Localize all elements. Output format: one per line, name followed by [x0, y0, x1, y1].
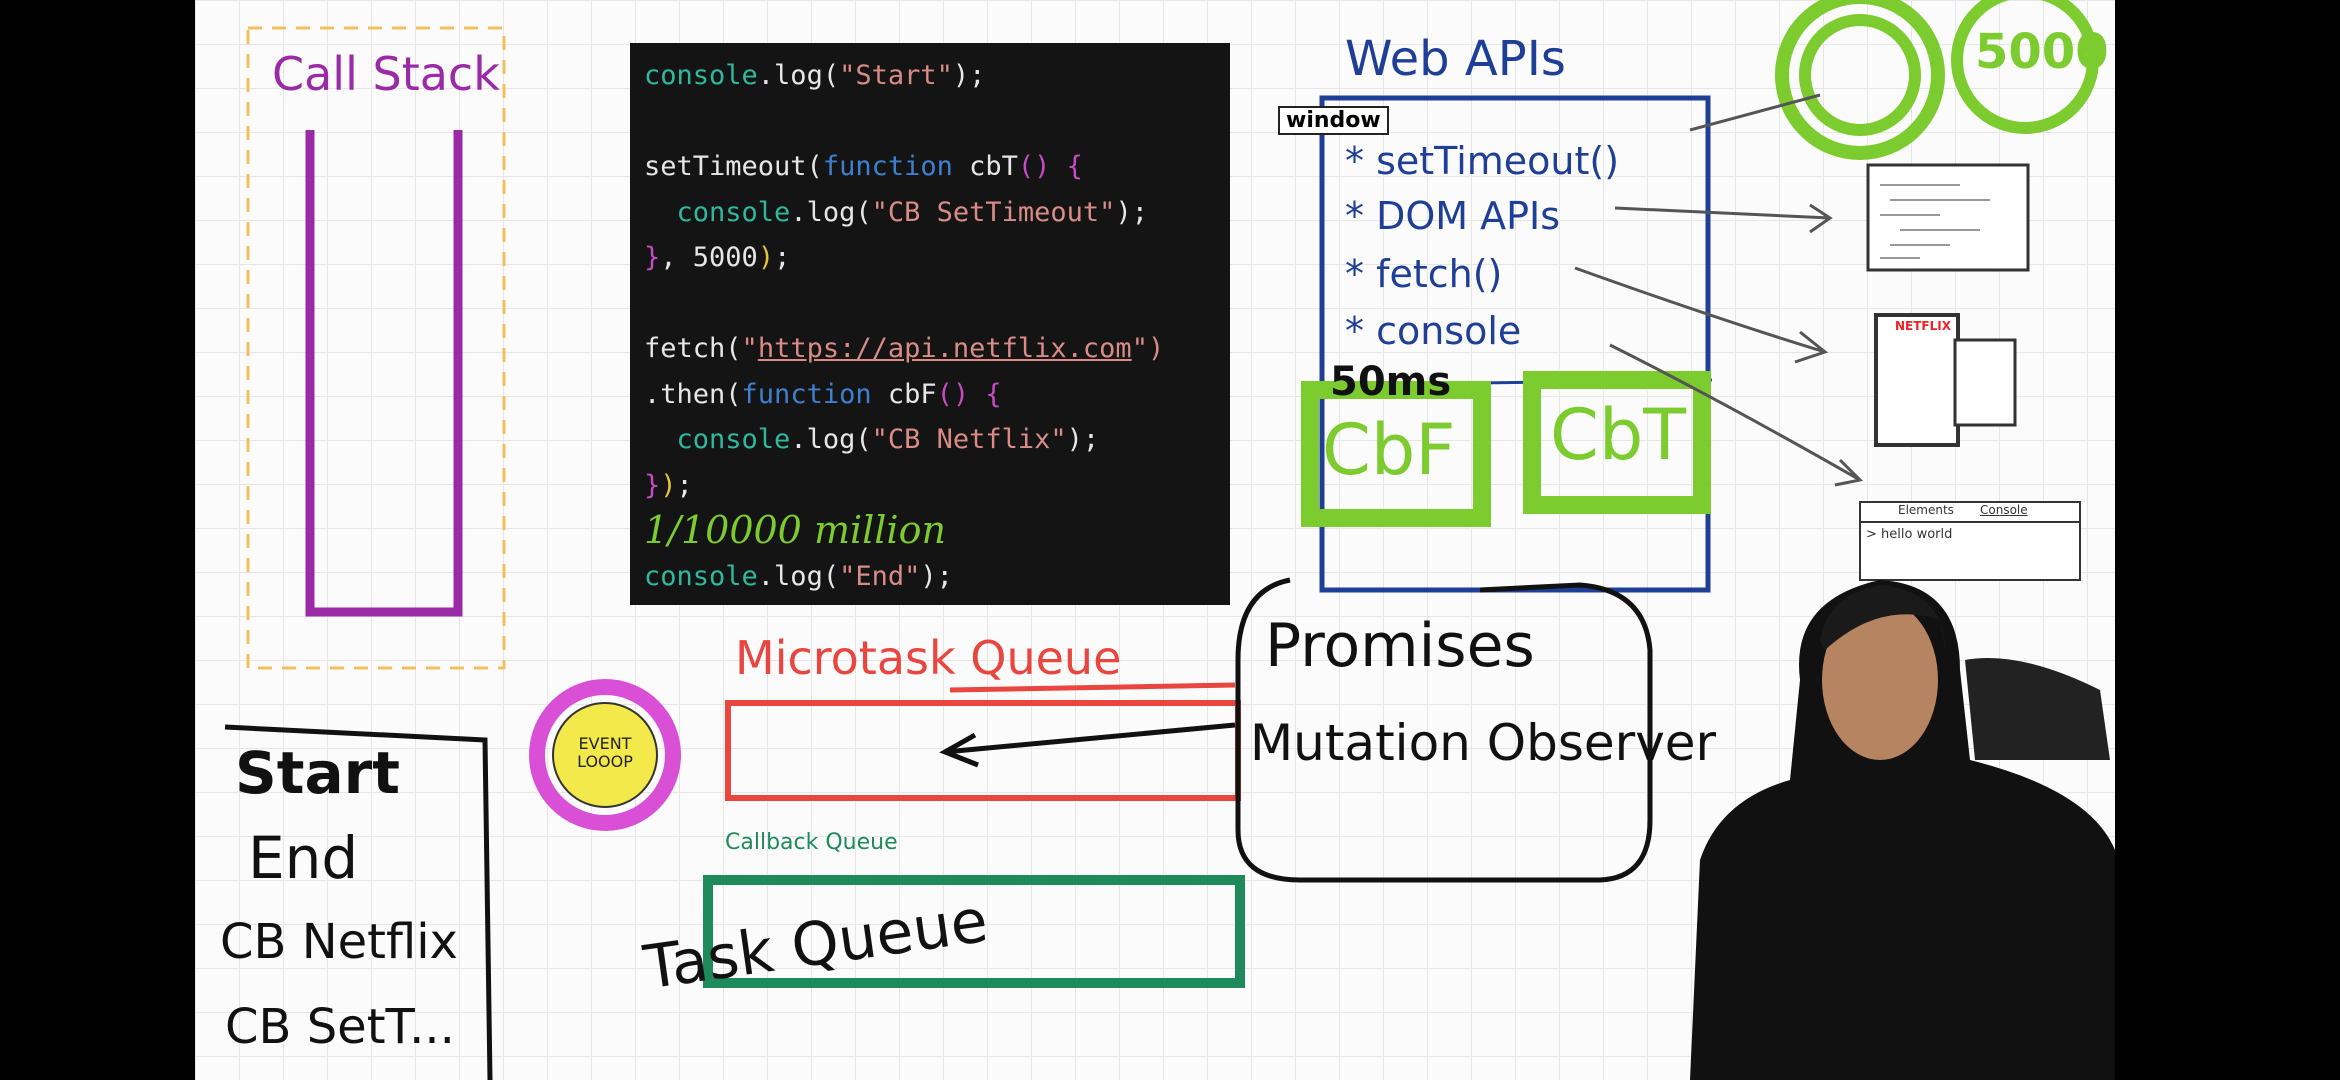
dom-thumbnail	[1866, 163, 2030, 272]
cbf-box	[1301, 381, 1491, 527]
console-output-start: Start	[235, 739, 400, 807]
window-label: window	[1278, 106, 1389, 136]
web-api-console: * console	[1345, 309, 1522, 353]
code-annotation: 1/10000 million	[644, 508, 946, 552]
microtask-queue-title: Microtask Queue	[735, 631, 1122, 685]
code-line: });	[644, 469, 693, 501]
cbt-label: CbT	[1550, 394, 1687, 476]
code-line: fetch("https://api.netflix.com")	[644, 333, 1165, 364]
netflix-label: NETFLIX	[1895, 319, 1951, 333]
code-line: console.log("CB Netflix");	[644, 424, 1100, 455]
console-output-end: End	[248, 824, 359, 892]
promises-box	[1235, 577, 1653, 883]
event-loop-icon	[529, 679, 681, 831]
devtools-tab-elements: Elements	[1898, 503, 1954, 517]
code-line: setTimeout(function cbT() {	[644, 151, 1083, 182]
code-line: console.log("Start");	[644, 60, 986, 91]
code-line: }, 5000);	[644, 242, 791, 273]
timer-note: 50ms	[1330, 359, 1452, 405]
code-line: console.log("End");	[644, 560, 953, 592]
console-output-cb-settimeout: CB SetT...	[225, 1000, 455, 1055]
code-line: console.log("CB SetTimeout");	[644, 196, 1148, 228]
devtools-tab-console: Console	[1980, 503, 2028, 517]
call-stack-container	[305, 130, 463, 617]
netflix-thumbnail	[1874, 313, 1960, 447]
timer-icon	[1775, 0, 2099, 160]
microtask-source-mutation-observer: Mutation Observer	[1250, 714, 1717, 772]
cbt-box	[1523, 371, 1711, 514]
callback-queue-title: Callback Queue	[725, 830, 898, 855]
cbf-label: CbF	[1322, 409, 1456, 491]
code-panel: console.log("Start");​setTimeout(functio…	[630, 43, 1230, 605]
code-line: .then(function cbF() {	[644, 378, 1002, 410]
web-api-fetch: * fetch()	[1345, 252, 1503, 296]
call-stack-title: Call Stack	[272, 47, 500, 101]
callback-queue-box	[703, 875, 1245, 988]
microtask-source-promises: Promises	[1265, 611, 1535, 681]
console-output-cb-netflix: CB Netflix	[220, 915, 458, 970]
call-stack-dashed-frame	[246, 26, 506, 670]
console-output-box	[224, 724, 493, 1080]
web-apis-title: Web APIs	[1345, 31, 1566, 87]
web-api-arrows	[1574, 93, 1864, 487]
timer-value: 5000	[1975, 24, 2109, 80]
web-api-settimeout: * setTimeout()	[1345, 139, 1620, 183]
web-api-dom: * DOM APIs	[1345, 194, 1561, 238]
devtools-output: > hello world	[1866, 527, 1953, 542]
devtools-thumbnail	[1859, 501, 2081, 581]
